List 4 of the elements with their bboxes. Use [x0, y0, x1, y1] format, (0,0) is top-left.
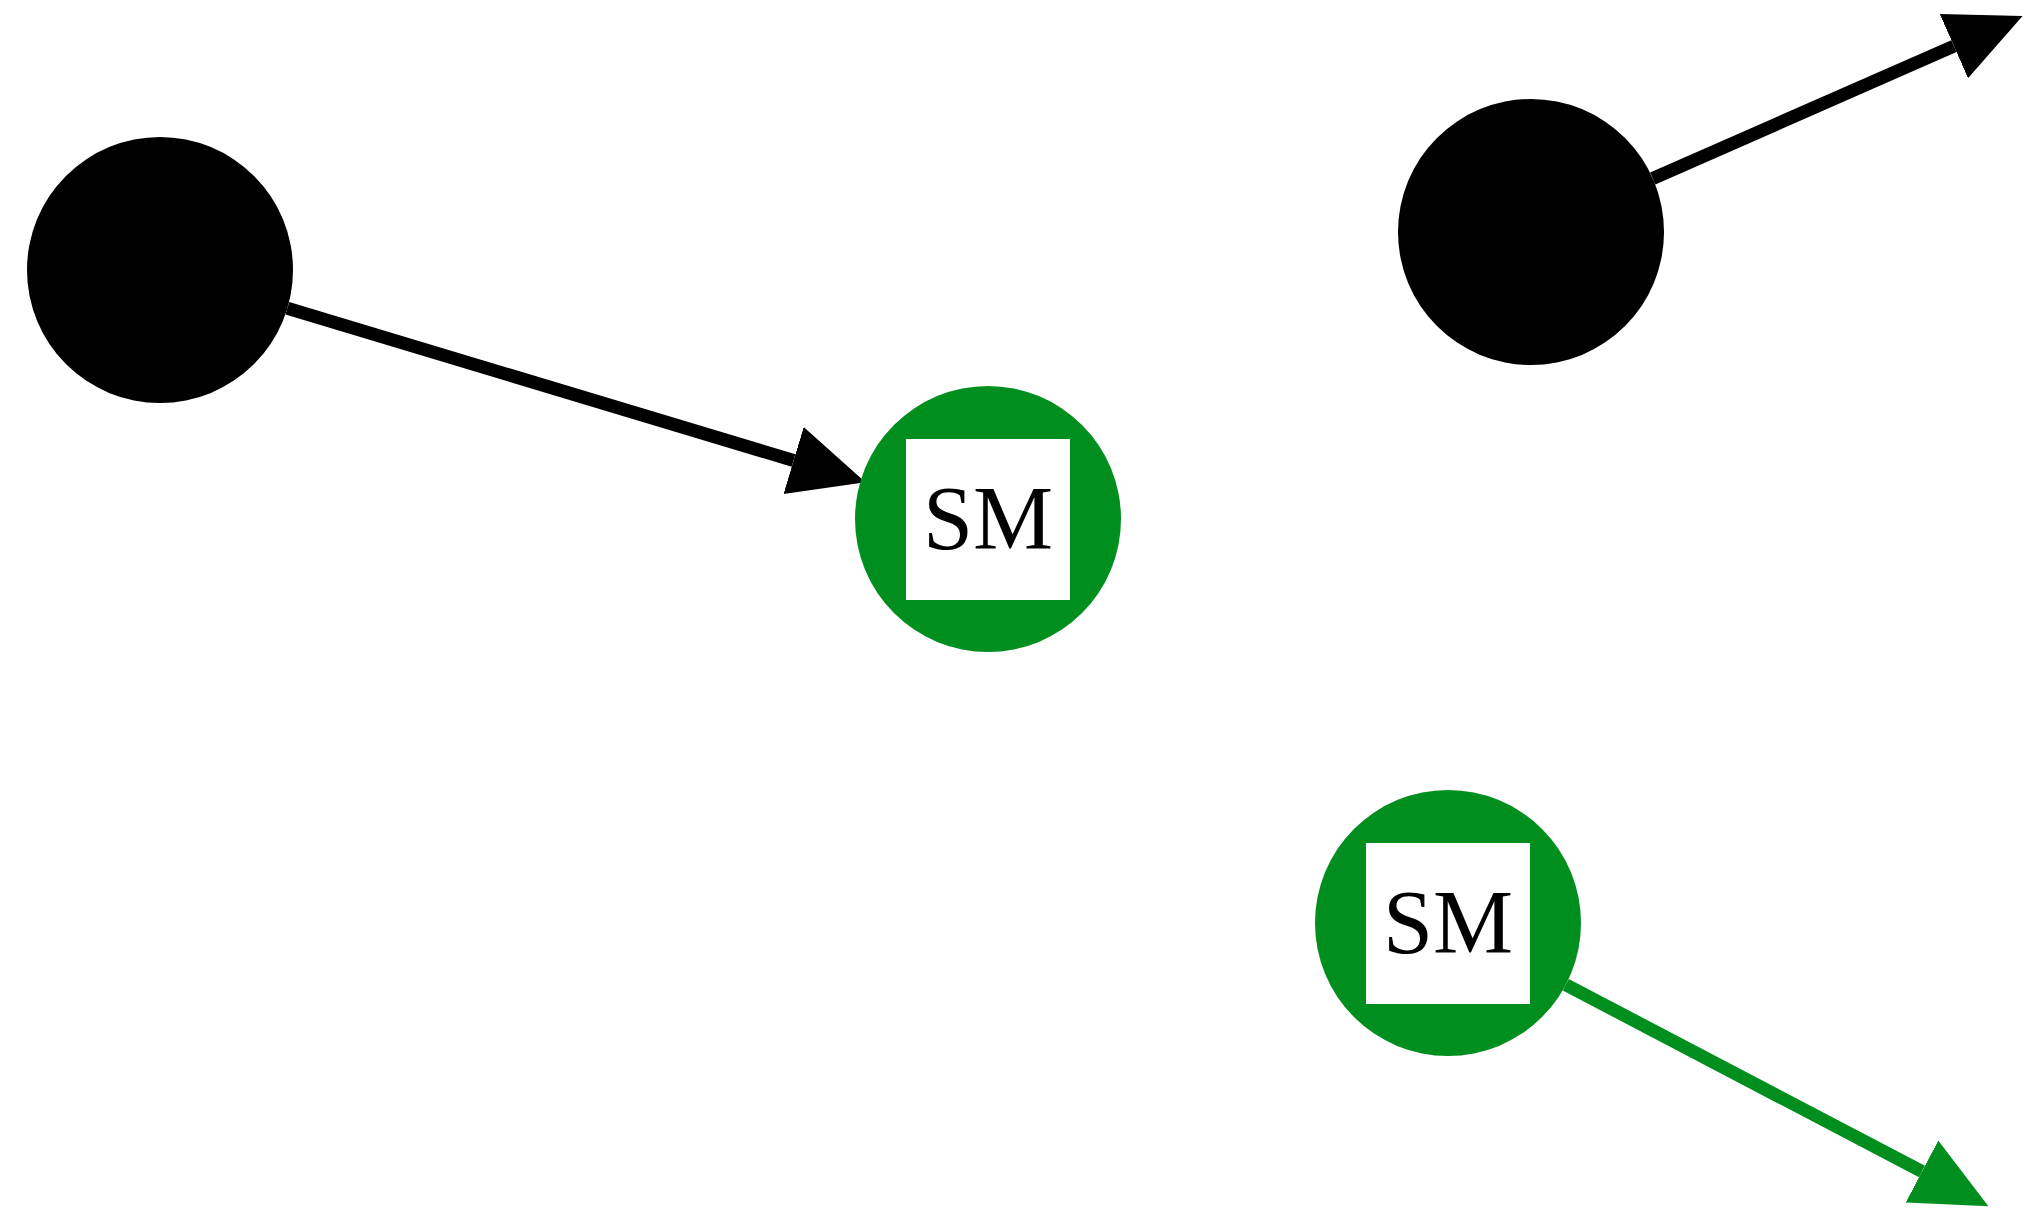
arrow	[1562, 979, 1989, 1207]
node-label: SM	[906, 438, 1070, 600]
arrow	[1650, 14, 2023, 185]
node-label: SM	[1366, 842, 1530, 1004]
